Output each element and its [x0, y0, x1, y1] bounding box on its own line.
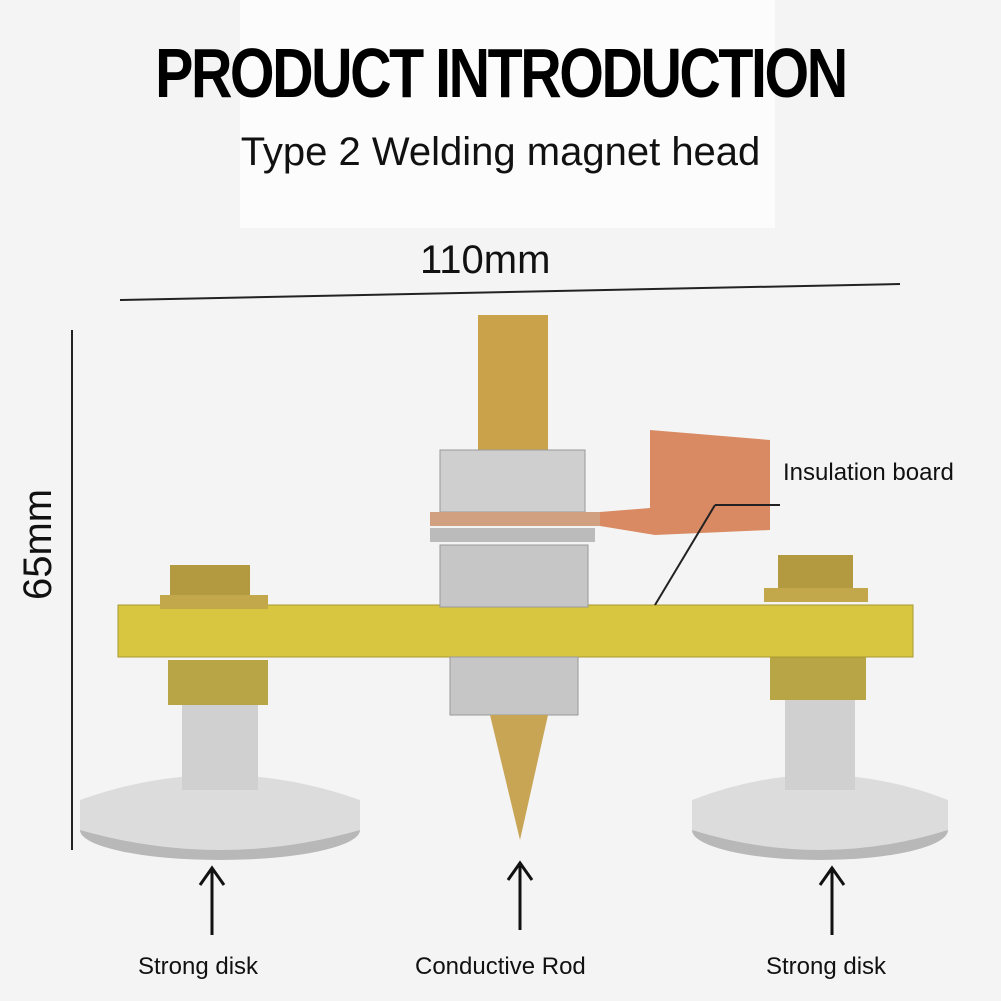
page-subtitle: Type 2 Welding magnet head [240, 130, 761, 174]
left-strong-disk [80, 660, 360, 860]
width-dimension-line [119, 283, 901, 301]
left-disk-label: Strong disk [138, 953, 259, 980]
left-bolt [160, 565, 268, 609]
right-disk-label: Strong disk [766, 953, 887, 980]
right-strong-disk [692, 655, 948, 860]
center-arrow-icon [506, 860, 534, 930]
title-panel [240, 0, 775, 228]
page-title: PRODUCT INTRODUCTION [155, 34, 848, 112]
conductive-rod [430, 315, 600, 840]
right-arrow-icon [818, 865, 846, 935]
left-arrow-icon [198, 865, 226, 935]
insulation-board [117, 604, 914, 658]
insulation-board-leader-line [654, 504, 716, 606]
insulation-board-label: Insulation board [783, 459, 954, 486]
width-dimension-label: 110mm [420, 238, 551, 282]
conductive-rod-label: Conductive Rod [415, 953, 586, 980]
copper-lug [600, 430, 770, 535]
right-bolt [764, 555, 868, 602]
